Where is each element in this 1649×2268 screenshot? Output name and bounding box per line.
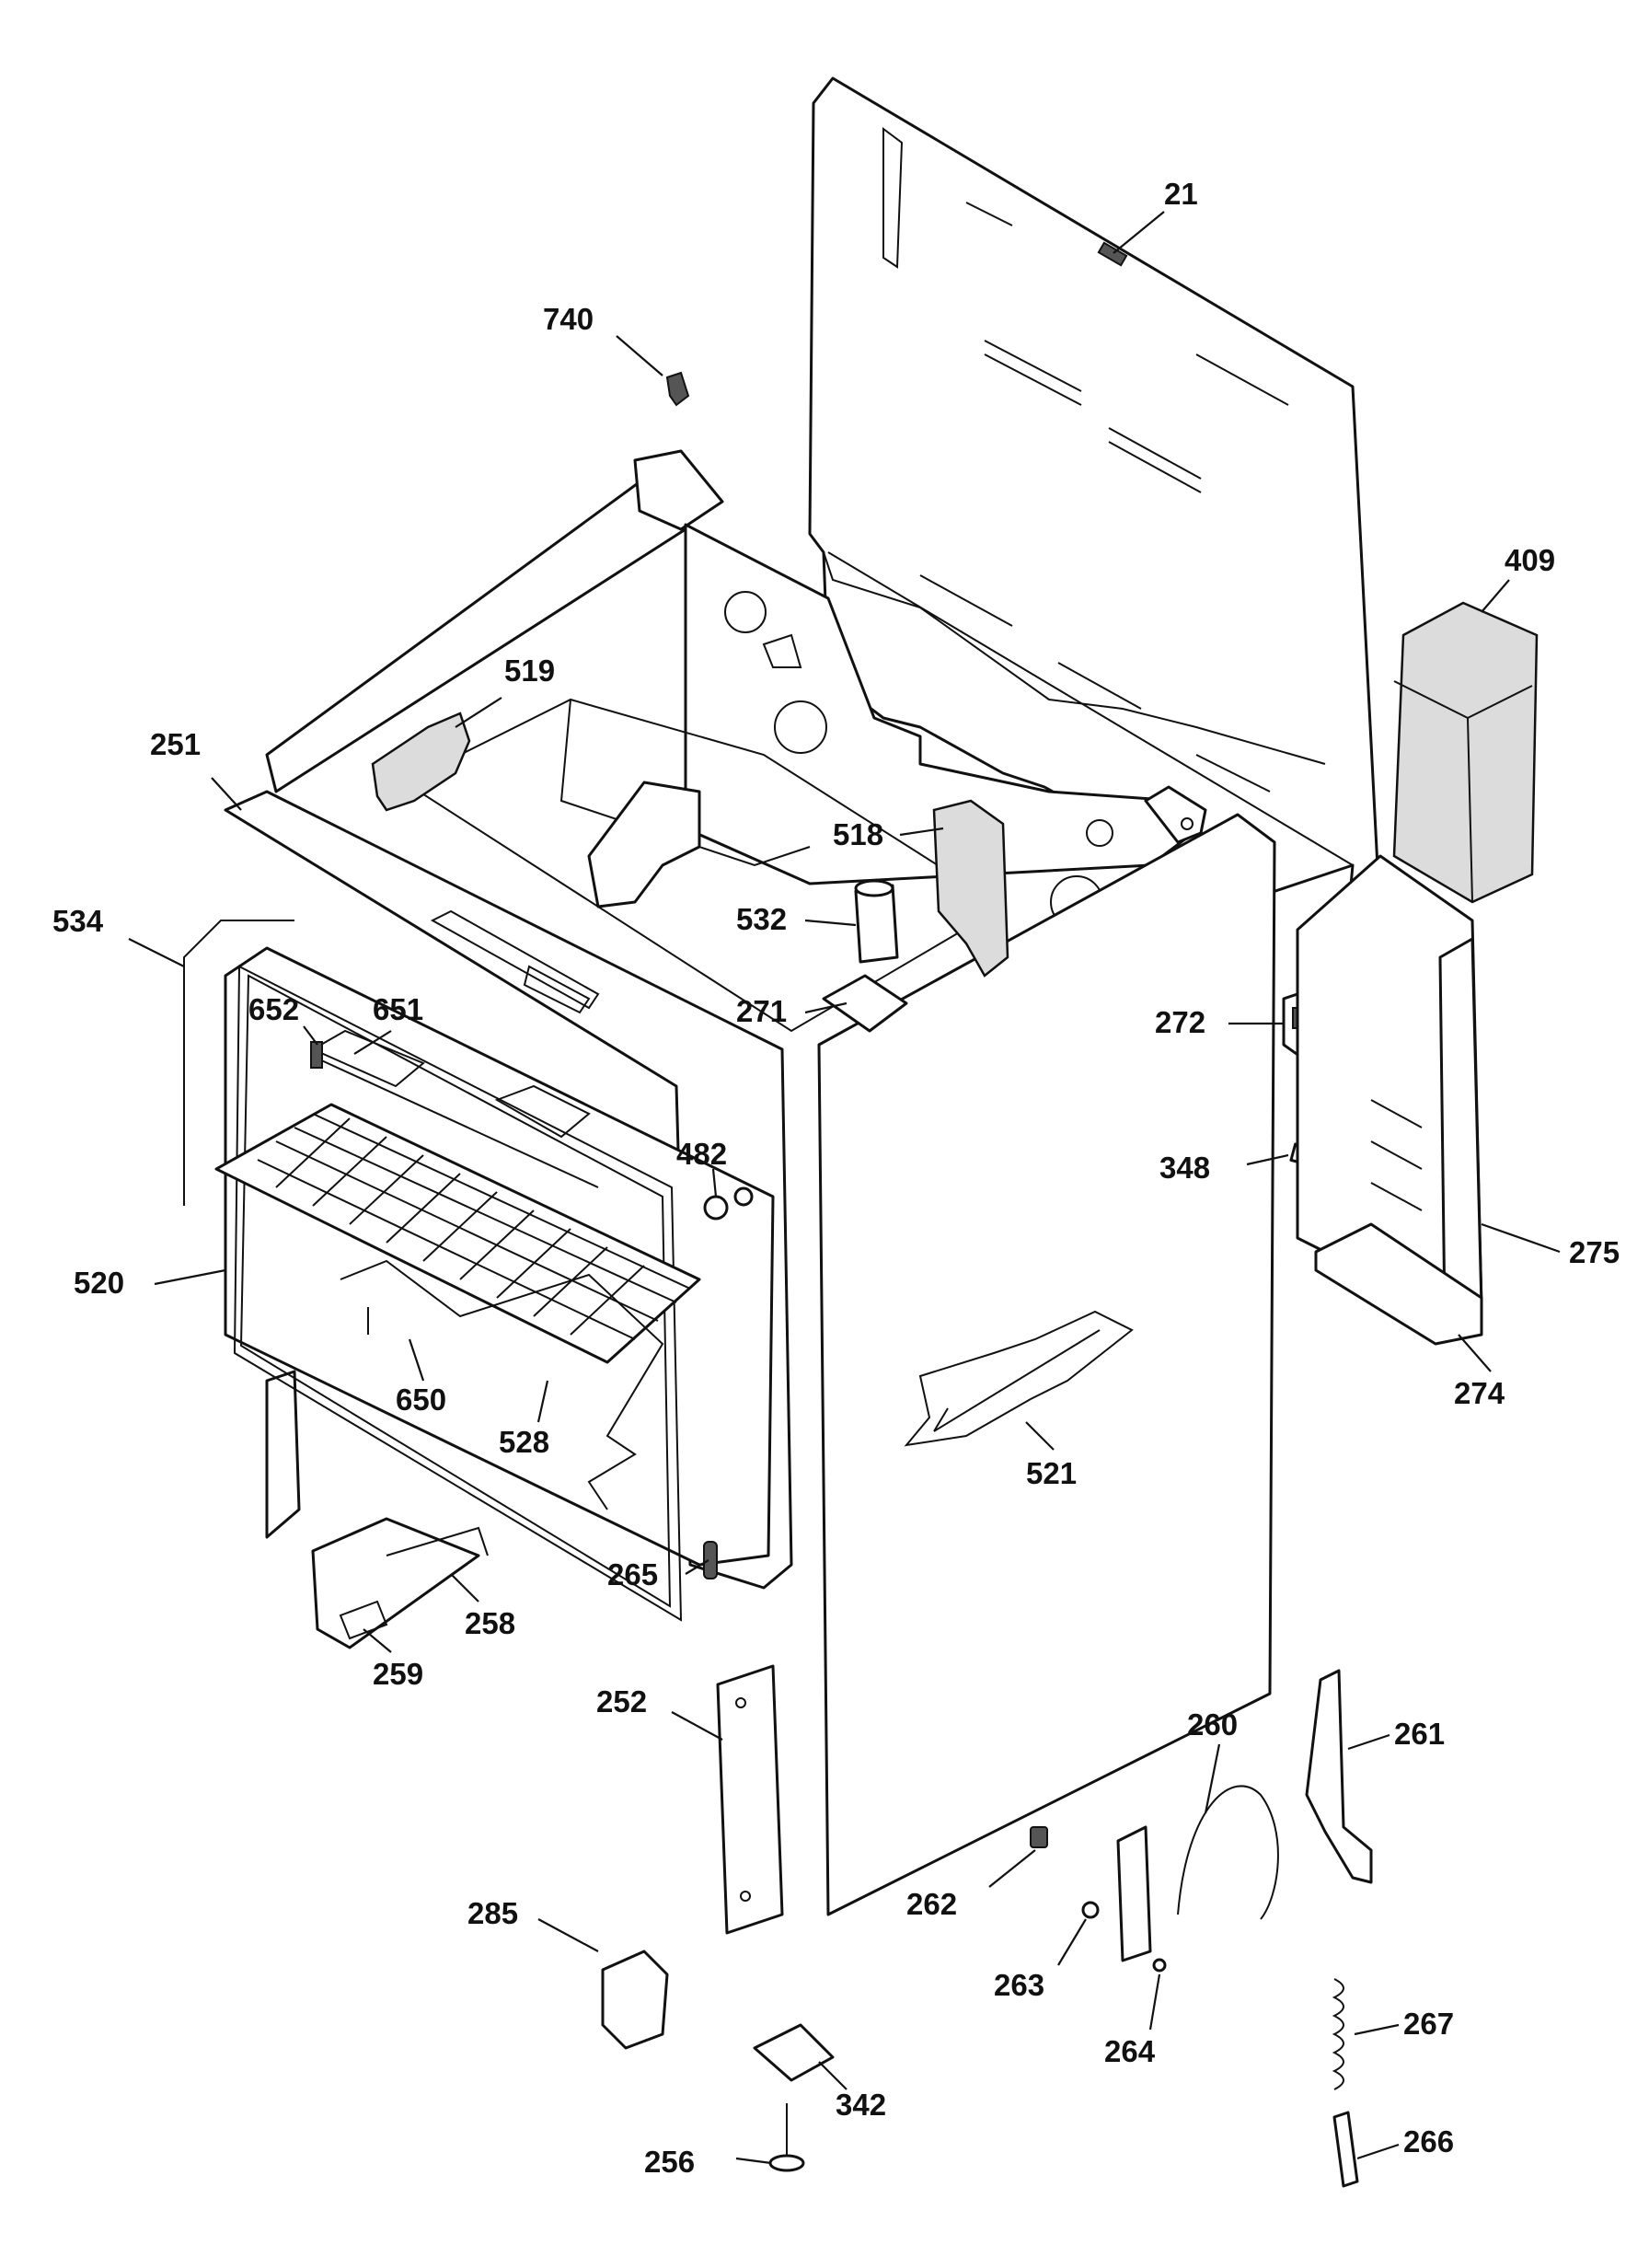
callout-272: 272 [1155, 1005, 1205, 1039]
callout-252: 252 [596, 1684, 647, 1718]
callout-260: 260 [1187, 1707, 1238, 1742]
leveler-256 [768, 2103, 805, 2172]
link-266 [1332, 2111, 1359, 2188]
callout-261: 261 [1394, 1717, 1445, 1751]
box-409 [1392, 601, 1539, 904]
nut-264 [1152, 1958, 1167, 1973]
callout-263: 263 [994, 1968, 1044, 2002]
callout-342: 342 [836, 2088, 886, 2122]
callout-650: 650 [396, 1383, 446, 1417]
sensor-532-271 [822, 879, 908, 1033]
screw-263 [1081, 1901, 1100, 1919]
range-body [214, 449, 1276, 1916]
callout-267: 267 [1403, 2007, 1454, 2041]
callout-264: 264 [1104, 2034, 1156, 2068]
gasket-534 [183, 920, 294, 1206]
callout-409: 409 [1505, 543, 1555, 577]
callout-652: 652 [248, 992, 299, 1026]
callout-285: 285 [467, 1896, 518, 1930]
bracket-274 [1314, 1222, 1483, 1346]
callout-274: 274 [1454, 1376, 1505, 1410]
side-trim-252 [716, 1664, 784, 1935]
side-panel-275 [1296, 854, 1483, 1327]
leader-lines [128, 211, 1561, 2165]
callout-256: 256 [644, 2145, 695, 2179]
callout-518: 518 [833, 817, 883, 851]
hinge-261 [1305, 1669, 1373, 1884]
callout-482: 482 [676, 1137, 727, 1171]
callout-348: 348 [1159, 1151, 1210, 1185]
callout-251: 251 [150, 727, 201, 761]
callout-265: 265 [607, 1557, 658, 1591]
insulation-518 [932, 799, 1009, 978]
insulation-519 [371, 712, 471, 812]
callout-21: 21 [1164, 177, 1198, 211]
callout-266: 266 [1403, 2124, 1454, 2158]
callout-258: 258 [465, 1606, 515, 1640]
clip-740 [665, 371, 690, 407]
clip-262 [1030, 1826, 1048, 1848]
callout-534: 534 [52, 904, 104, 938]
callout-521: 521 [1026, 1456, 1077, 1490]
callout-275: 275 [1569, 1235, 1620, 1269]
connector-285 [601, 1950, 669, 2050]
hinge-spring-260 [1116, 1785, 1279, 1962]
callout-520: 520 [74, 1266, 124, 1300]
callout-271: 271 [736, 994, 787, 1028]
callout-labels: 21 740 409 519 251 518 534 532 652 651 2… [52, 177, 1620, 2179]
spring-267 [1332, 1978, 1344, 2090]
callout-528: 528 [499, 1425, 549, 1459]
callout-519: 519 [504, 654, 555, 688]
callout-651: 651 [373, 992, 423, 1026]
callout-259: 259 [373, 1657, 423, 1691]
callout-740: 740 [543, 302, 594, 336]
bracket-342 [753, 2023, 835, 2082]
callout-262: 262 [906, 1887, 957, 1921]
callout-532: 532 [736, 902, 787, 936]
